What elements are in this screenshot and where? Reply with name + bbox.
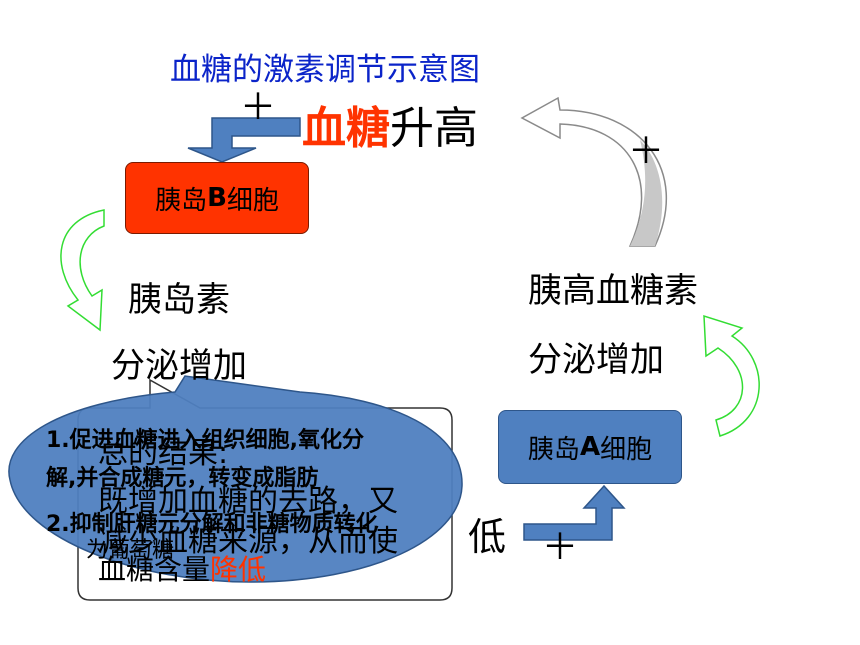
glucagon-secretion-label: 分泌增加 [528,340,664,380]
diagram-title: 血糖的激素调节示意图 [170,52,480,88]
bubble-line-1: 1.促进血糖进入组织细胞,氧化分 [46,428,365,453]
up-arrow-to-a-cell [523,484,626,541]
result-line-4-highlight: 降低 [210,553,267,586]
green-curve-arrow-right [703,314,760,437]
b-cell-prefix: 胰岛 [155,185,208,216]
insulin-label: 胰岛素 [128,280,230,320]
b-cell-letter: B [207,183,227,213]
result-line-1: 总的结果: [98,436,229,471]
result-line-2: 既增加血糖的去路，又 [98,484,398,519]
curved-arrow-shade [630,140,663,246]
result-line-4-prefix: 血糖含量 [98,553,211,586]
bubble-line-3: 2.抑制肝糖元分解和非糖物质转化 [46,512,378,537]
a-cell-letter: A [579,432,601,462]
blood-sugar-low-label: 低 [468,515,507,559]
curved-arrow-glucagon-to-rise [520,96,667,247]
plus-sign-top: ＋ [240,87,277,128]
green-curve-arrow-left [60,209,105,332]
rise-text: 升高 [390,103,478,154]
plus-sign-bottom: ＋ [542,527,579,568]
bubble-line-4: 为葡萄糖 [86,538,175,563]
blood-sugar-rise-label: 血糖升高 [302,92,478,156]
down-arrow-to-b-cell [187,117,301,163]
result-line-4: 血糖含量降低 [98,548,266,588]
result-line-3: 减少血糖来源，从而使 [98,524,398,559]
insulin-secretion-label: 分泌增加 [111,346,247,386]
glucagon-label: 胰高血糖素 [528,271,698,311]
a-cell-suffix: 细胞 [600,434,653,465]
plus-sign-right: ＋ [628,131,665,172]
b-cell-suffix: 细胞 [226,185,279,216]
bubble-line-2: 解,并合成糖元，转变成脂肪 [46,466,319,491]
effect-bubble [8,375,463,583]
a-cell-prefix: 胰岛 [527,434,580,465]
blood-sugar-highlight: 血糖 [302,103,390,154]
